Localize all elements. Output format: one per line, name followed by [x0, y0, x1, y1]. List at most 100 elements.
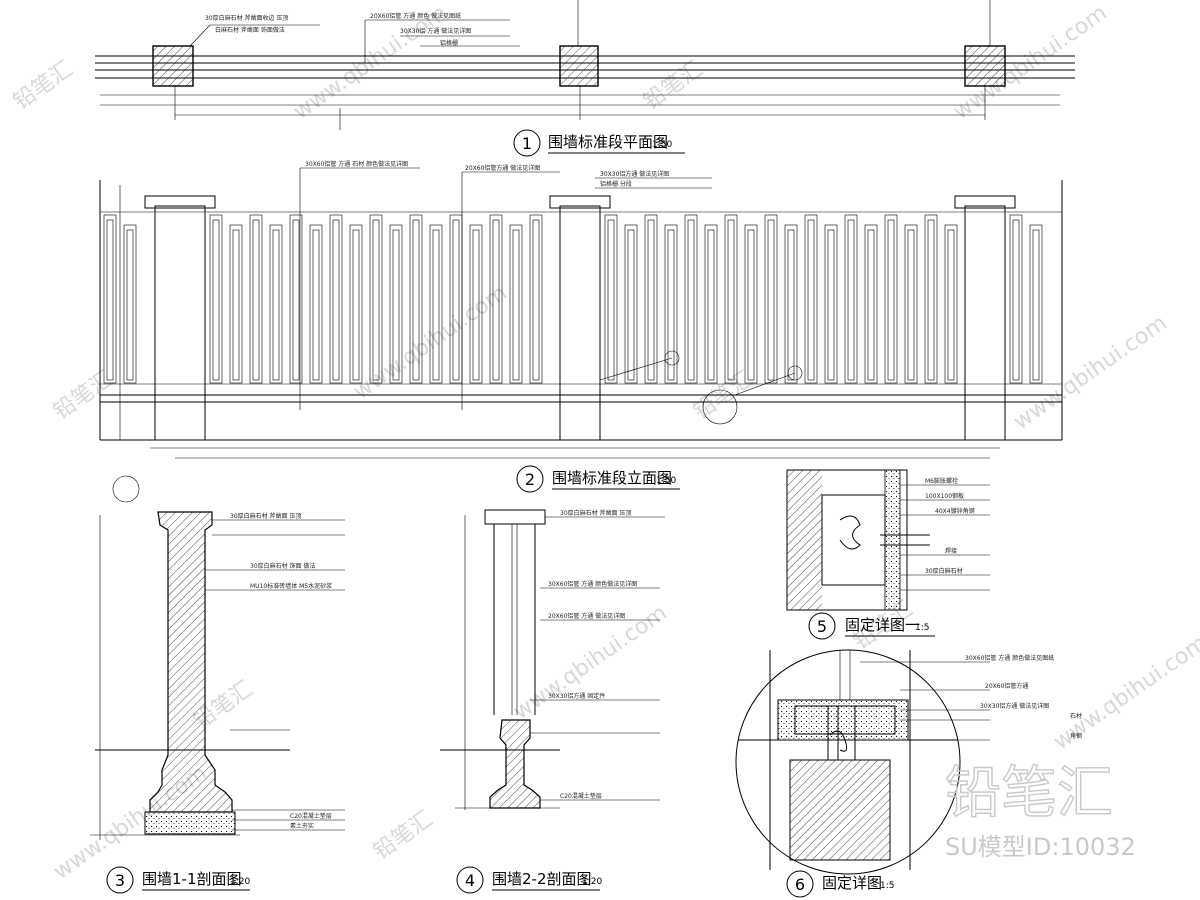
svg-text:铝格栅: 铝格栅	[440, 39, 458, 47]
plan-pier-center	[559, 45, 599, 87]
grille-bar	[123, 224, 137, 384]
watermark-text: 铅笔汇	[639, 57, 707, 115]
watermark-text: 铅笔汇	[369, 807, 437, 865]
svg-text:30X30铝方通 固定件: 30X30铝方通 固定件	[548, 692, 605, 700]
grille-panel-right	[604, 214, 1043, 384]
svg-text:20X60铝管 方通 颜色 做法见图纸: 20X60铝管 方通 颜色 做法见图纸	[370, 12, 461, 20]
grille-bar	[389, 224, 403, 384]
watermark-text: 铅笔汇	[689, 367, 757, 425]
section-2-cap	[484, 509, 546, 525]
svg-text:30厚白麻石材 斧凿面 压顶: 30厚白麻石材 斧凿面 压顶	[560, 509, 631, 517]
grille-bar	[724, 214, 738, 384]
svg-text:40X4镀锌角钢: 40X4镀锌角钢	[935, 507, 975, 515]
svg-text:MU10标准砖墙体 M5水泥砂浆: MU10标准砖墙体 M5水泥砂浆	[250, 582, 332, 590]
drawing-scale: 1:20	[230, 877, 250, 887]
drawing-scale: 1:50	[656, 476, 676, 486]
grille-bar	[764, 214, 778, 384]
svg-text:角钢: 角钢	[1070, 732, 1082, 740]
grille-bar	[884, 214, 898, 384]
grille-bar	[349, 224, 363, 384]
grille-bar	[269, 224, 283, 384]
svg-text:30厚白麻石材 饰面 做法: 30厚白麻石材 饰面 做法	[250, 562, 315, 570]
svg-text:20X60铝管方通: 20X60铝管方通	[985, 682, 1028, 690]
fixing-detail-2-boundary	[735, 649, 961, 875]
drawing-scale: 1:50	[652, 140, 672, 150]
elevation-pier-left	[154, 205, 206, 441]
brand-overlay: 铅笔汇 SU模型ID:10032	[944, 760, 1136, 861]
svg-text:30X30铝方通 做法见详图: 30X30铝方通 做法见详图	[980, 702, 1049, 710]
svg-text:素土夯实: 素土夯实	[290, 822, 314, 830]
drawing-title: 围墙标准段平面图	[548, 133, 668, 151]
detail-callout-circle	[702, 389, 738, 425]
plan-pier-left	[152, 45, 194, 87]
plan-drawing: 30厚白麻石材 斧凿面收边 压顶 白麻石材 斧凿面 饰面做法 20X60铝管 方…	[95, 0, 1075, 130]
grille-bar	[624, 224, 638, 384]
title-drawing-4: 4 围墙2-2剖面图 1:20	[456, 866, 602, 894]
grille-bar	[249, 214, 263, 384]
elevation-drawing: 30X60铝管 方通 石材 颜色做法见详图 20X60铝管方通 做法见详图 30…	[99, 160, 1063, 459]
svg-text:20X60铝管 方通 做法见详图: 20X60铝管 方通 做法见详图	[548, 612, 625, 620]
watermark-text: 铅笔汇	[9, 57, 77, 115]
svg-text:C20混凝土垫层: C20混凝土垫层	[290, 812, 332, 820]
drawing-title: 围墙1-1剖面图	[142, 870, 242, 888]
svg-text:30X30铝 方通 做法见详图: 30X30铝 方通 做法见详图	[400, 27, 471, 35]
plan-pier-right	[964, 45, 1006, 87]
drawing-number: 2	[525, 470, 535, 489]
svg-text:30厚白麻石材: 30厚白麻石材	[925, 567, 963, 575]
drawing-number-circle	[513, 129, 541, 157]
grille-bar	[924, 214, 938, 384]
grille-bar	[864, 224, 878, 384]
svg-text:20X60铝管方通 做法见详图: 20X60铝管方通 做法见详图	[465, 164, 540, 172]
grille-bar	[744, 224, 758, 384]
grille-bar	[529, 214, 543, 384]
grille-bar	[804, 214, 818, 384]
svg-text:30X60铝管 方通 颜色做法见详图: 30X60铝管 方通 颜色做法见详图	[548, 580, 637, 588]
brand-logo-text: 铅笔汇	[945, 761, 1113, 826]
grille-bar	[644, 214, 658, 384]
model-id-text: SU模型ID:10032	[945, 833, 1136, 861]
drawing-scale: 1:5	[880, 881, 894, 891]
grille-bar	[604, 214, 618, 384]
grille-bar	[944, 224, 958, 384]
grille-bar	[369, 214, 383, 384]
grille-bar	[309, 224, 323, 384]
svg-text:石材: 石材	[1070, 712, 1082, 720]
svg-text:铝格栅 分段: 铝格栅 分段	[600, 180, 632, 188]
grille-panel-left	[103, 214, 543, 384]
grille-bar	[1029, 224, 1043, 384]
title-drawing-3: 3 围墙1-1剖面图 1:20	[106, 866, 250, 894]
section-2-drawing: 30厚白麻石材 斧凿面 压顶 30X60铝管 方通 颜色做法见详图 20X60铝…	[440, 509, 665, 810]
section-1-drawing: 30厚白麻石材 斧凿面 压顶 30厚白麻石材 饰面 做法 MU10标准砖墙体 M…	[90, 475, 345, 840]
svg-text:C20混凝土垫层: C20混凝土垫层	[560, 792, 602, 800]
drawing-title: 围墙标准段立面图	[552, 469, 672, 487]
grille-bar	[409, 214, 423, 384]
title-drawing-5: 5 固定详图一 1:5	[808, 612, 935, 640]
svg-text:30X30铝方通 做法见详图: 30X30铝方通 做法见详图	[600, 170, 669, 178]
svg-text:30厚白麻石材 斧凿面收边 压顶: 30厚白麻石材 斧凿面收边 压顶	[205, 14, 288, 22]
grille-bar	[664, 224, 678, 384]
grille-bar	[103, 214, 117, 384]
svg-text:30厚白麻石材 斧凿面 压顶: 30厚白麻石材 斧凿面 压顶	[230, 512, 301, 520]
title-drawing-2: 2 围墙标准段立面图 1:50	[516, 465, 680, 493]
svg-text:30X60铝管 方通 颜色做法见图纸: 30X60铝管 方通 颜色做法见图纸	[965, 654, 1054, 662]
grille-bar	[1009, 214, 1023, 384]
svg-text:白麻石材 斧凿面 饰面做法: 白麻石材 斧凿面 饰面做法	[215, 26, 285, 34]
grille-bar	[289, 214, 303, 384]
drawing-number: 4	[465, 871, 475, 890]
section-1-foundation	[144, 811, 236, 835]
svg-text:30X60铝管 方通 石材 颜色做法见详图: 30X60铝管 方通 石材 颜色做法见详图	[305, 160, 408, 168]
drawing-number: 5	[817, 617, 827, 636]
svg-text:100X100钢板: 100X100钢板	[925, 492, 964, 500]
watermark-text: www.qbihui.com	[349, 281, 512, 405]
drawing-scale: 1:5	[915, 623, 929, 633]
section-1-wall-body	[149, 511, 233, 813]
svg-text:M6膨胀螺栓: M6膨胀螺栓	[925, 477, 958, 485]
drawing-scale: 1:20	[582, 877, 602, 887]
grille-bar	[209, 214, 223, 384]
grille-bar	[229, 224, 243, 384]
drawing-title: 围墙2-2剖面图	[492, 870, 592, 888]
drawing-number: 6	[795, 875, 805, 894]
title-drawing-6: 6 固定详图 1:5	[786, 870, 894, 898]
grille-bar	[904, 224, 918, 384]
